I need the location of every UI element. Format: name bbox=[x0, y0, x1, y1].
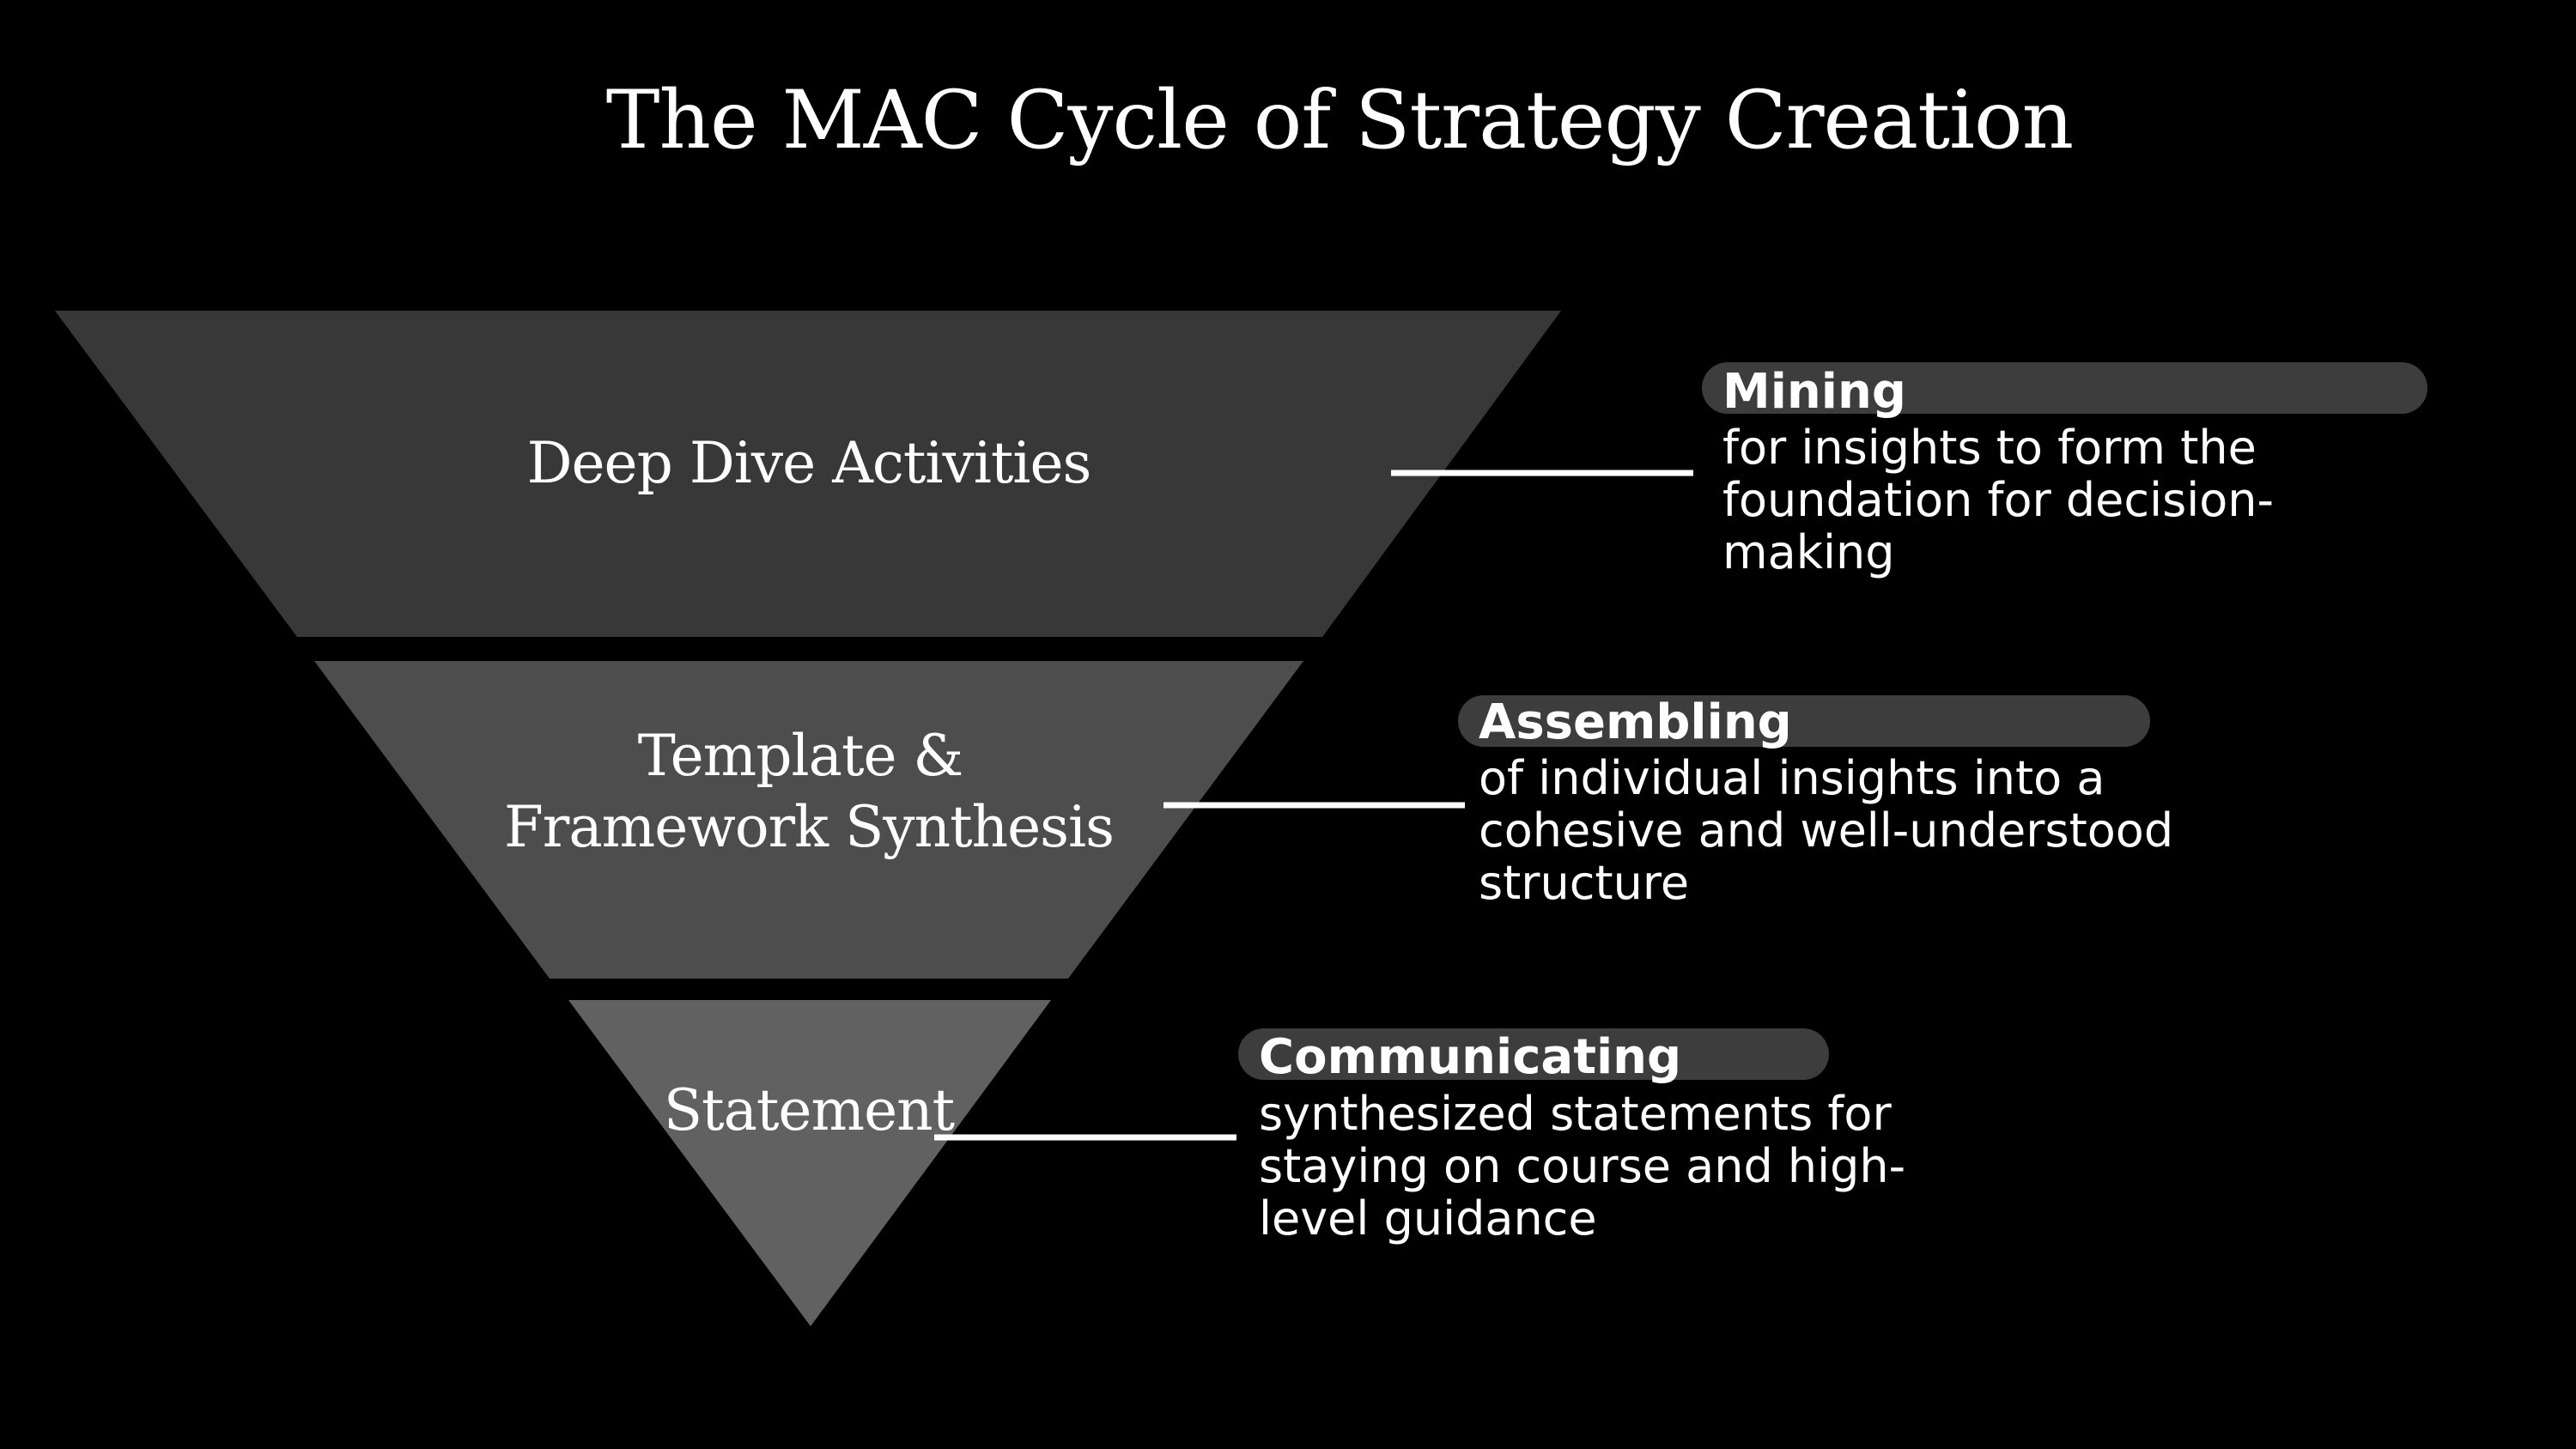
tier-label-line: Deep Dive Activities bbox=[527, 430, 1091, 496]
tier-assembling: Template & Framework Synthesis Assemblin… bbox=[314, 661, 2188, 979]
tier-shape-template-framework bbox=[314, 661, 1303, 979]
heading-assembling: Assembling bbox=[1479, 694, 1792, 750]
description-line: foundation for decision- bbox=[1722, 473, 2274, 527]
tier-communicating: Statement Communicating synthesized stat… bbox=[568, 1000, 1920, 1326]
description-line: level guidance bbox=[1259, 1191, 1597, 1246]
description-mining: for insights to form the foundation for … bbox=[1722, 421, 2288, 579]
tier-label-template-framework: Template & Framework Synthesis bbox=[504, 723, 1114, 860]
description-line: staying on course and high- bbox=[1259, 1139, 1905, 1193]
tier-label-line: Statement bbox=[664, 1077, 955, 1143]
tier-label-statement: Statement bbox=[664, 1077, 955, 1143]
description-line: of individual insights into a bbox=[1479, 751, 2105, 805]
tier-shape-deep-dive bbox=[55, 311, 1561, 637]
description-line: structure bbox=[1479, 856, 1689, 910]
tier-shape-statement bbox=[568, 1000, 1051, 1326]
heading-pill-communicating bbox=[1238, 1028, 1829, 1080]
description-line: for insights to form the bbox=[1722, 421, 2257, 475]
description-line: making bbox=[1722, 525, 1894, 579]
description-line: synthesized statements for bbox=[1259, 1087, 1892, 1141]
heading-communicating: Communicating bbox=[1259, 1029, 1681, 1085]
heading-pill-assembling bbox=[1458, 695, 2150, 747]
tier-mining: Deep Dive Activities Mining for insights… bbox=[55, 311, 2427, 637]
tier-label-deep-dive: Deep Dive Activities bbox=[527, 430, 1091, 496]
heading-pill-mining bbox=[1702, 362, 2427, 414]
heading-mining: Mining bbox=[1722, 364, 1906, 420]
description-communicating: synthesized statements for staying on co… bbox=[1259, 1087, 1920, 1246]
tier-label-line: Template & bbox=[638, 723, 963, 789]
description-assembling: of individual insights into a cohesive a… bbox=[1479, 751, 2188, 910]
diagram-title: The MAC Cycle of Strategy Creation bbox=[606, 74, 2073, 167]
description-line: cohesive and well-understood bbox=[1479, 803, 2173, 858]
tier-label-line: Framework Synthesis bbox=[504, 794, 1114, 860]
